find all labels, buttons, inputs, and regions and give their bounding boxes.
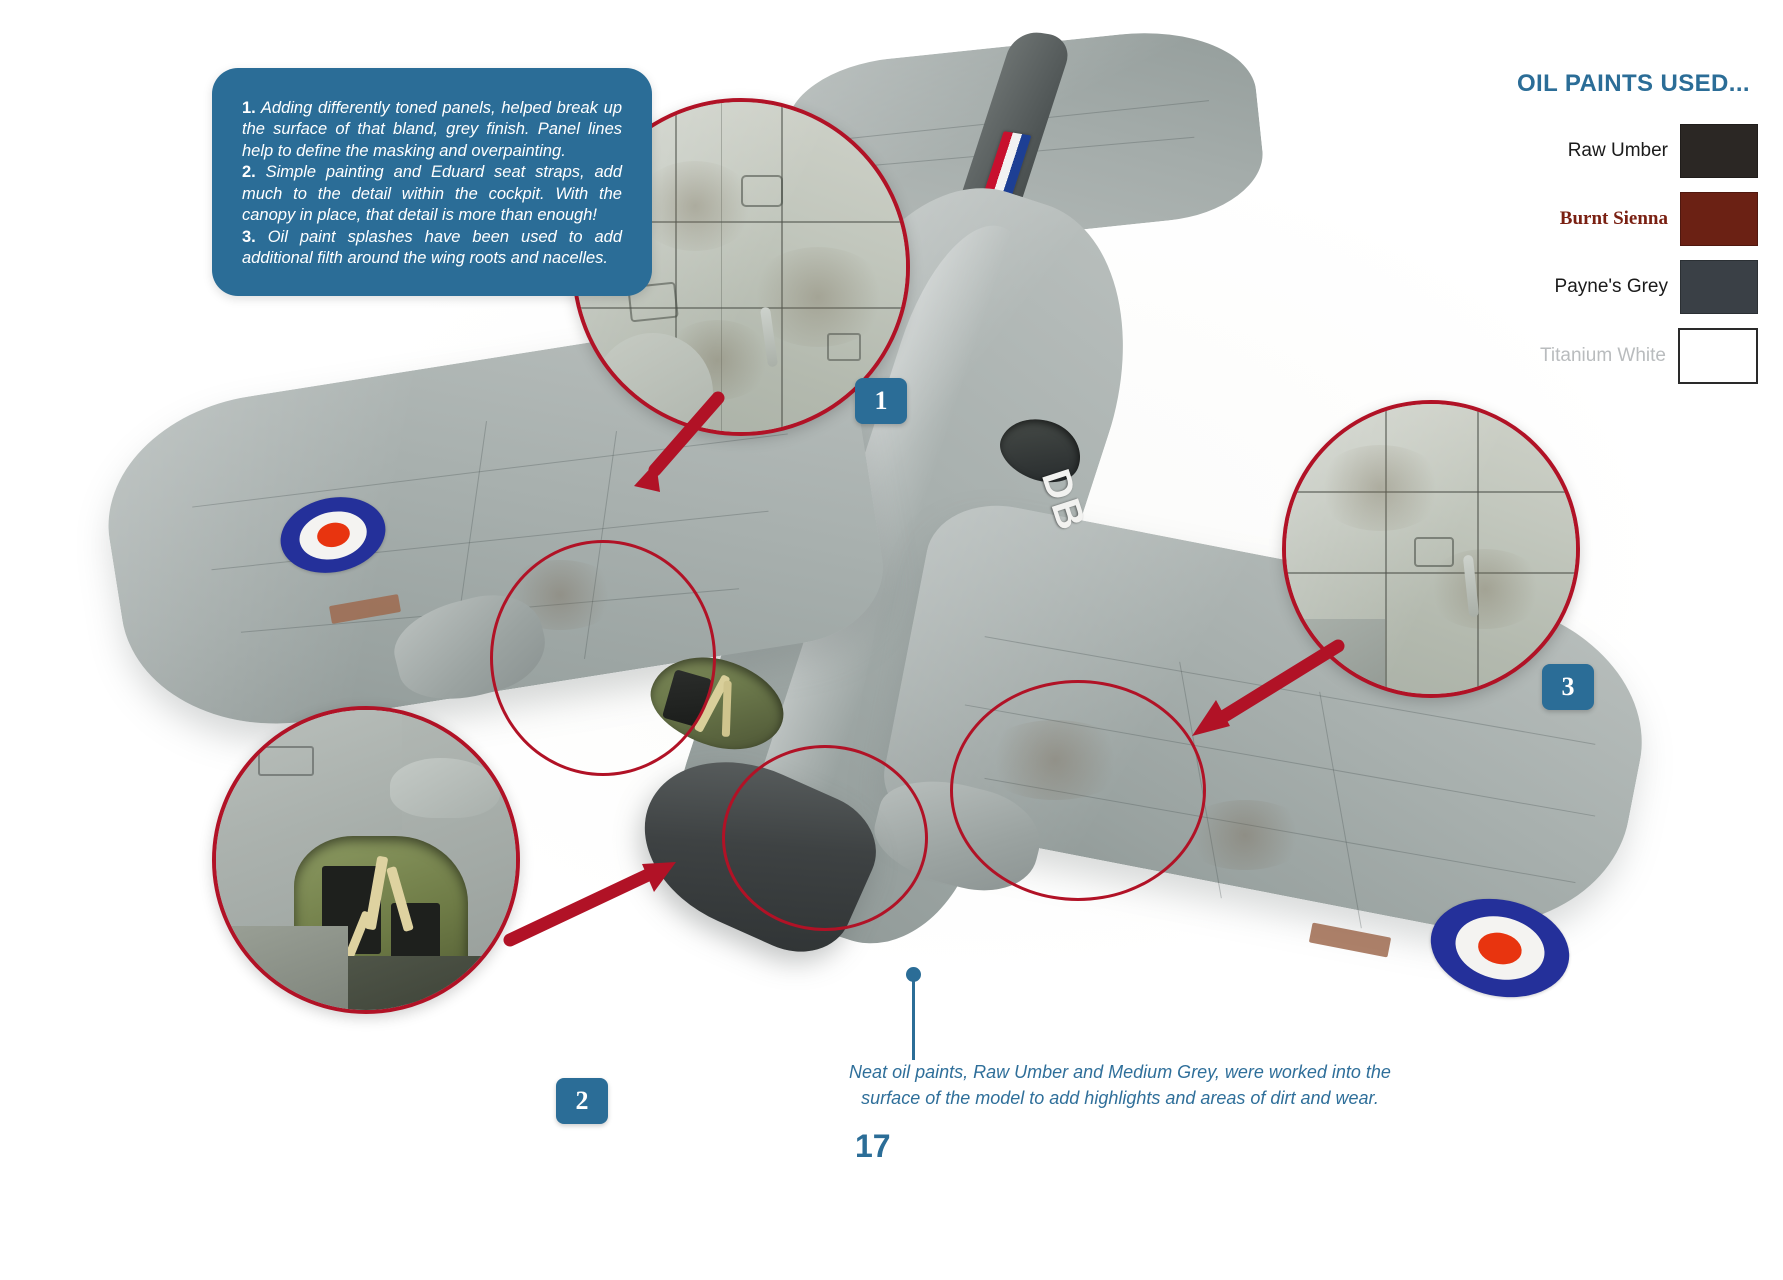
- badge-1: 1: [855, 378, 907, 424]
- focus-ring-1: [490, 540, 716, 776]
- arrow-to-detail-2: [503, 862, 676, 947]
- paint-label-paynes-grey: Payne's Grey: [1554, 276, 1668, 297]
- callout-item-2: 2. Simple painting and Eduard seat strap…: [242, 162, 622, 226]
- callout-item-1-text: Adding differently toned panels, helped …: [242, 99, 622, 160]
- paint-swatch-titanium-white: [1678, 328, 1758, 384]
- callout-item-1: 1. Adding differently toned panels, help…: [242, 98, 622, 162]
- detail-inset-2[interactable]: [212, 706, 520, 1014]
- detail-inset-1-image: [576, 102, 906, 432]
- oil-paints-title: OIL PAINTS USED...: [1516, 70, 1750, 97]
- bottom-caption: Neat oil paints, Raw Umber and Medium Gr…: [849, 1062, 1391, 1108]
- caption-leader-dot: [906, 967, 921, 982]
- detail-inset-1[interactable]: [572, 98, 910, 436]
- callout-item-3-text: Oil paint splashes have been used to add…: [242, 227, 622, 268]
- paint-row-burnt-sienna: Burnt Sienna: [1488, 192, 1758, 246]
- callout-item-3: 3. Oil paint splashes have been used to …: [242, 227, 622, 270]
- callout-item-3-number: 3.: [242, 227, 256, 246]
- detail-inset-3[interactable]: [1282, 400, 1580, 698]
- technique-notes-callout: 1. Adding differently toned panels, help…: [212, 68, 652, 296]
- paint-label-burnt-sienna: Burnt Sienna: [1559, 208, 1668, 229]
- callout-item-2-text: Simple painting and Eduard seat straps, …: [242, 163, 622, 225]
- focus-ring-2: [722, 745, 928, 931]
- callout-item-1-number: 1.: [242, 99, 256, 117]
- paint-row-paynes-grey: Payne's Grey: [1488, 260, 1758, 314]
- paint-swatch-burnt-sienna: [1680, 192, 1758, 246]
- page-number: 17: [855, 1128, 891, 1164]
- detail-inset-2-image: [216, 710, 516, 1010]
- badge-2: 2: [556, 1078, 608, 1124]
- detail-inset-3-image: [1286, 404, 1576, 694]
- wing-walkway-marking: [1308, 922, 1392, 958]
- paint-row-titanium-white: Titanium White: [1488, 328, 1758, 384]
- paint-swatch-paynes-grey: [1680, 260, 1758, 314]
- roundel-white-ring: [1449, 908, 1551, 988]
- paint-label-raw-umber: Raw Umber: [1567, 140, 1668, 161]
- paint-swatch-raw-umber: [1680, 124, 1758, 178]
- roundel-red-center: [1475, 928, 1525, 968]
- oil-paints-legend: OIL PAINTS USED... Raw Umber Burnt Sienn…: [1488, 70, 1758, 398]
- arrow-to-detail-1: [634, 391, 725, 492]
- caption-leader-line: [912, 980, 915, 1060]
- badge-3: 3: [1542, 664, 1594, 710]
- paint-row-raw-umber: Raw Umber: [1488, 124, 1758, 178]
- seat-strap: [721, 680, 732, 737]
- callout-item-2-number: 2.: [242, 163, 256, 182]
- focus-ring-3: [950, 680, 1206, 901]
- paint-label-titanium-white: Titanium White: [1540, 345, 1666, 366]
- roundel-white-ring: [294, 504, 372, 566]
- roundel-red-center: [314, 519, 352, 551]
- arrow-to-detail-3: [1192, 639, 1345, 736]
